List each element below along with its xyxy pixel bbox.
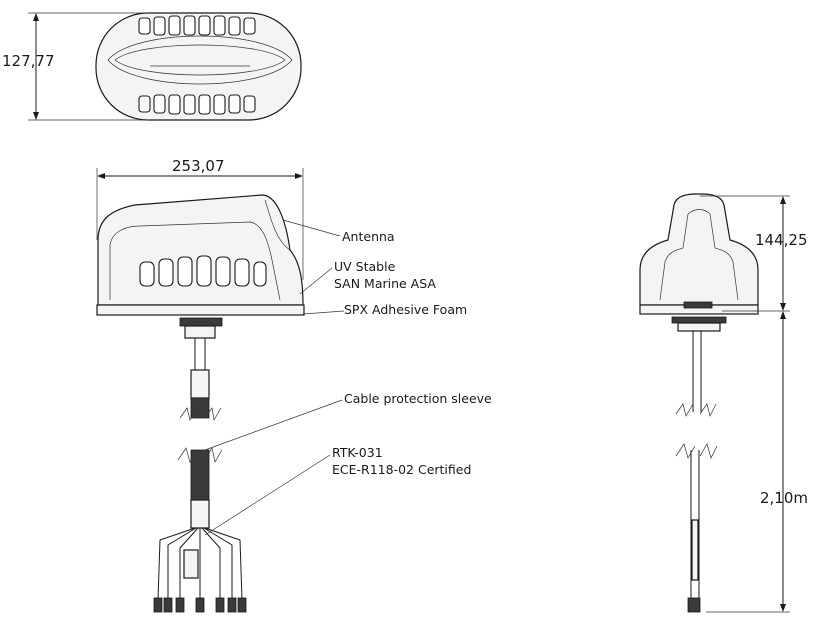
callout-uv-stable: UV Stable — [334, 259, 396, 274]
callout-foam: SPX Adhesive Foam — [344, 302, 467, 317]
front-view — [96, 194, 305, 613]
top-view — [95, 12, 302, 121]
callout-antenna: Antenna — [342, 229, 395, 244]
side-view — [639, 193, 759, 613]
cable-length-label: 2,10m — [760, 489, 808, 507]
callout-certification: ECE-R118-02 Certified — [332, 462, 471, 477]
callout-uv-material: SAN Marine ASA — [334, 276, 436, 291]
dim-top-height: 127,77 — [2, 12, 150, 121]
dim-side-height: 144,25 — [700, 195, 808, 312]
front-width-label: 253,07 — [172, 157, 225, 175]
callouts: Antenna UV Stable SAN Marine ASA SPX Adh… — [204, 219, 492, 536]
dim-cable-length: 2,10m — [706, 311, 808, 613]
callout-model: RTK-031 — [332, 445, 383, 460]
callout-sleeve: Cable protection sleeve — [344, 391, 492, 406]
dim-front-width: 253,07 — [96, 157, 304, 280]
side-height-label: 144,25 — [755, 231, 808, 249]
top-height-label: 127,77 — [2, 52, 55, 70]
